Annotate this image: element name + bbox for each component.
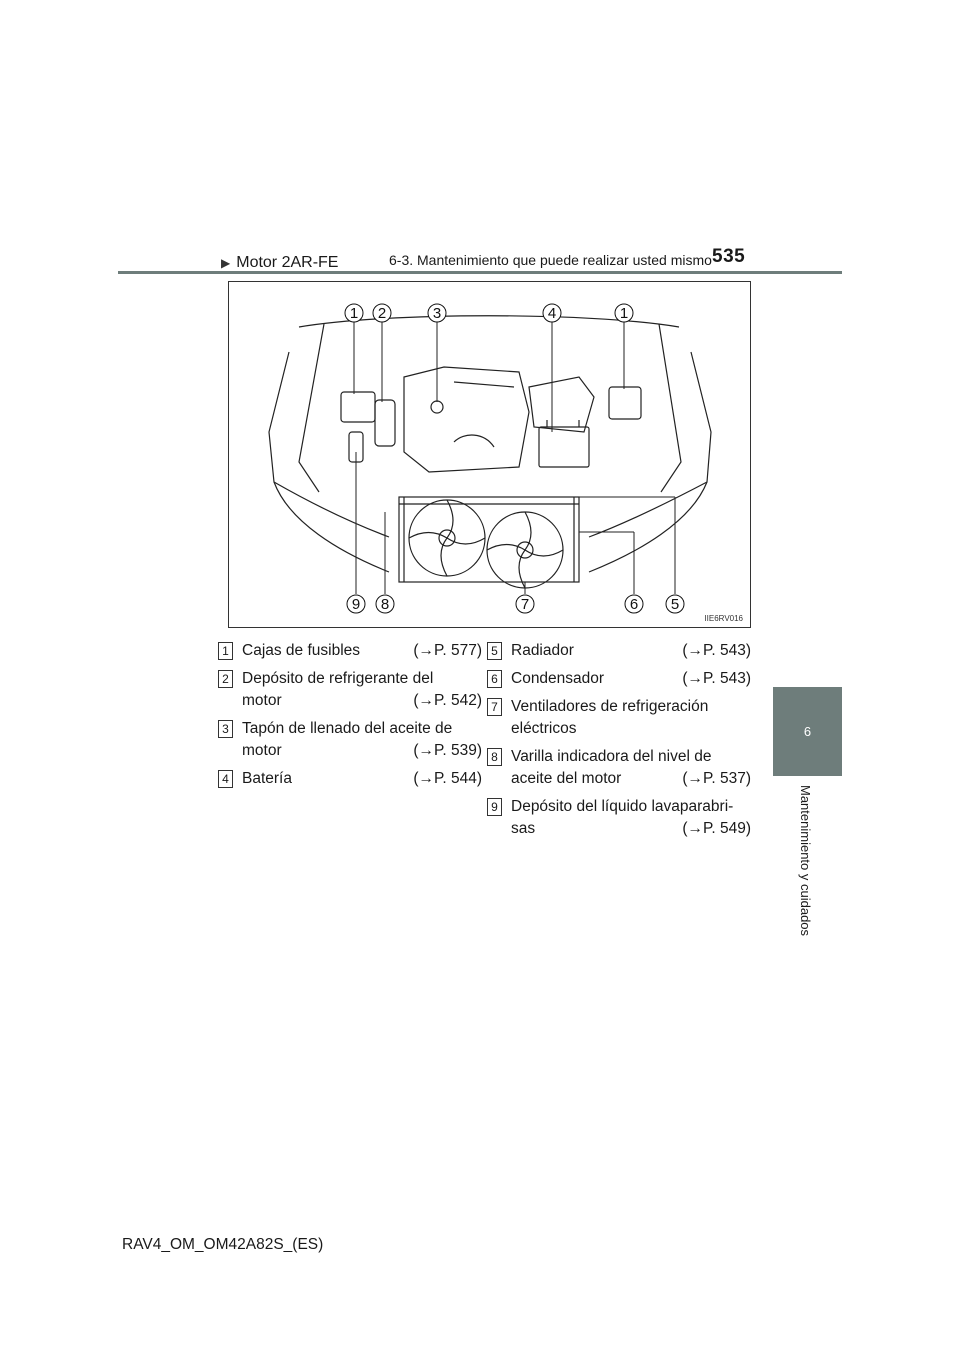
legend-item: 7 Ventiladores de refrigeración eléctric…: [487, 696, 751, 740]
page-reference: (→P. 577): [413, 642, 482, 659]
engine-title-text: Motor 2AR-FE: [236, 254, 339, 271]
legend-number: 1: [218, 642, 233, 660]
legend-item: 2 Depósito de refrigerante del motor (→P.…: [218, 668, 482, 712]
legend-text: motor: [242, 742, 282, 759]
legend-number: 9: [487, 798, 502, 816]
legend-left: 1 Cajas de fusibles (→P. 577) 2 Depósito …: [218, 640, 482, 796]
page-reference: (→P. 543): [682, 670, 751, 687]
figure-code: IIE6RV016: [704, 614, 743, 623]
header-rule: [118, 271, 842, 274]
legend-item: 8 Varilla indicadora del nivel de aceite…: [487, 746, 751, 790]
page-reference: (→P. 539): [413, 742, 482, 759]
legend-text: sas: [511, 820, 536, 837]
chapter-tab: 6: [773, 687, 842, 776]
chapter-number: 6: [803, 724, 812, 739]
engine-title: ▶ Motor 2AR-FE: [221, 254, 338, 272]
page-reference: (→P. 544): [413, 770, 482, 787]
legend-number: 7: [487, 698, 502, 716]
page-reference: (→P. 537): [682, 770, 751, 787]
legend-text: Varilla indicadora del nivel de: [511, 748, 712, 765]
triangle-bullet-icon: ▶: [221, 256, 231, 270]
legend-number: 4: [218, 770, 233, 788]
engine-bay-illustration: [268, 315, 712, 594]
page-number: 535: [712, 246, 746, 267]
page-reference: (→P. 549): [682, 820, 751, 837]
legend-number: 6: [487, 670, 502, 688]
legend-text: Condensador: [511, 670, 605, 687]
legend-text: eléctricos: [511, 720, 577, 737]
legend-text: Ventiladores de refrigeración: [511, 698, 709, 715]
legend-text: motor: [242, 692, 282, 709]
page-reference: (→P. 543): [682, 642, 751, 659]
legend-text: Radiador: [511, 642, 574, 659]
legend-text: aceite del motor: [511, 770, 622, 787]
legend-item: 6 Condensador (→P. 543): [487, 668, 751, 690]
legend-item: 9 Depósito del líquido lavaparabri- sas (…: [487, 796, 751, 840]
legend-item: 5 Radiador (→P. 543): [487, 640, 751, 662]
section-title: 6-3. Mantenimiento que puede realizar us…: [389, 252, 712, 268]
legend-item: 4 Batería (→P. 544): [218, 768, 482, 790]
legend-text: Depósito de refrigerante del: [242, 670, 434, 687]
legend-number: 5: [487, 642, 502, 660]
chapter-label: Mantenimiento y cuidados: [798, 785, 813, 937]
legend-number: 3: [218, 720, 233, 738]
page-reference: (→P. 542): [413, 692, 482, 709]
legend-item: 1 Cajas de fusibles (→P. 577): [218, 640, 482, 662]
document-id: RAV4_OM_OM42A82S_(ES): [122, 1236, 324, 1253]
legend-text: Depósito del líquido lavaparabri-: [511, 798, 734, 815]
legend-text: Tapón de llenado del aceite de: [242, 720, 453, 737]
legend-right: 5 Radiador (→P. 543) 6 Condensador (→P. 54…: [487, 640, 751, 846]
legend-text: Batería: [242, 770, 292, 787]
legend-item: 3 Tapón de llenado del aceite de motor (→…: [218, 718, 482, 762]
engine-bay-figure: 1 2 3 4 1 9 8 7 6 5 IIE6RV016: [228, 281, 751, 628]
legend-text: Cajas de fusibles: [242, 642, 361, 659]
legend-number: 8: [487, 748, 502, 766]
legend-number: 2: [218, 670, 233, 688]
